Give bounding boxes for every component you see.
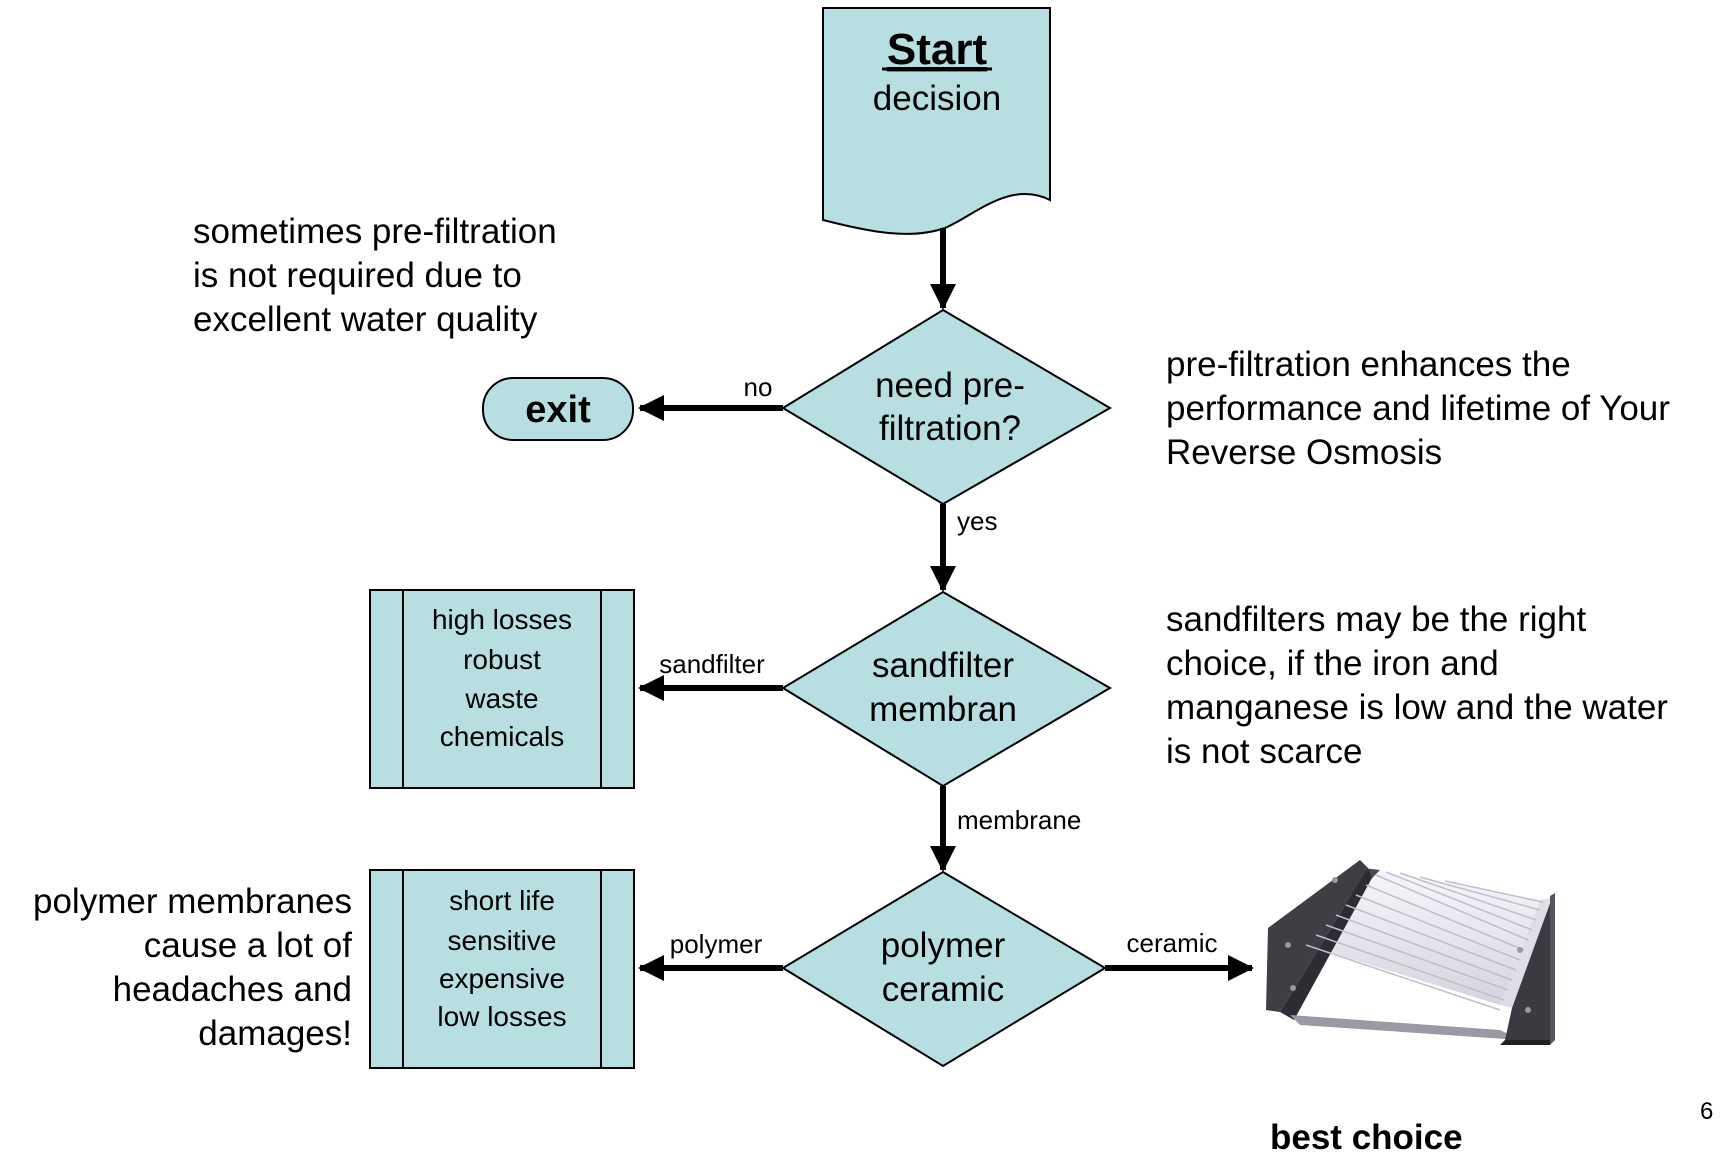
exit-terminator bbox=[482, 377, 634, 441]
decision-sandfilter-line1: sandfilter bbox=[872, 646, 1014, 685]
start-title: Start bbox=[887, 25, 988, 74]
decision-prefilter-line2: filtration? bbox=[879, 409, 1021, 448]
box-sandfilter bbox=[369, 589, 635, 789]
label-yes: yes bbox=[957, 506, 997, 536]
note-prefilter-benefit: pre-filtration enhances the performance … bbox=[1166, 345, 1670, 472]
decision-prefilter bbox=[781, 308, 1112, 506]
note-sandfilter-conditions: sandfilters may be the right choice, if … bbox=[1166, 600, 1668, 771]
best-choice-label: best choice bbox=[1270, 1118, 1463, 1157]
box-sandfilter-line: waste bbox=[464, 683, 538, 714]
box-polymer-line: short life bbox=[449, 885, 555, 916]
label-sandfilter: sandfilter bbox=[659, 649, 765, 679]
decision-material-line2: ceramic bbox=[882, 970, 1005, 1009]
label-polymer: polymer bbox=[670, 929, 763, 959]
box-polymer-line: low losses bbox=[437, 1001, 566, 1032]
decision-material bbox=[781, 870, 1107, 1068]
decision-material-line1: polymer bbox=[881, 926, 1006, 965]
start-document-shape bbox=[822, 7, 1051, 235]
box-polymer-line: sensitive bbox=[448, 925, 557, 956]
page-number: 6 bbox=[1700, 1098, 1714, 1125]
start-subtitle: decision bbox=[873, 79, 1001, 118]
ceramic-membrane-module-image bbox=[1266, 860, 1555, 1045]
box-polymer-line: expensive bbox=[439, 963, 565, 994]
exit-label: exit bbox=[525, 389, 591, 431]
note-polymer-warning: polymer membranes cause a lot of headach… bbox=[33, 882, 352, 1053]
note-prefilter-optional: sometimes pre-filtration is not required… bbox=[193, 212, 557, 339]
box-sandfilter-line: chemicals bbox=[440, 721, 564, 752]
decision-sandfilter-line2: membran bbox=[869, 690, 1017, 729]
label-no: no bbox=[744, 372, 773, 402]
label-ceramic: ceramic bbox=[1126, 928, 1217, 958]
ceramic-channel-lines bbox=[1305, 871, 1544, 1011]
box-sandfilter-line: robust bbox=[463, 644, 541, 675]
box-sandfilter-line: high losses bbox=[432, 604, 572, 635]
decision-prefilter-line1: need pre- bbox=[875, 366, 1025, 405]
decision-sandfilter bbox=[781, 590, 1112, 788]
label-membrane: membrane bbox=[957, 805, 1081, 835]
box-polymer bbox=[369, 869, 635, 1069]
